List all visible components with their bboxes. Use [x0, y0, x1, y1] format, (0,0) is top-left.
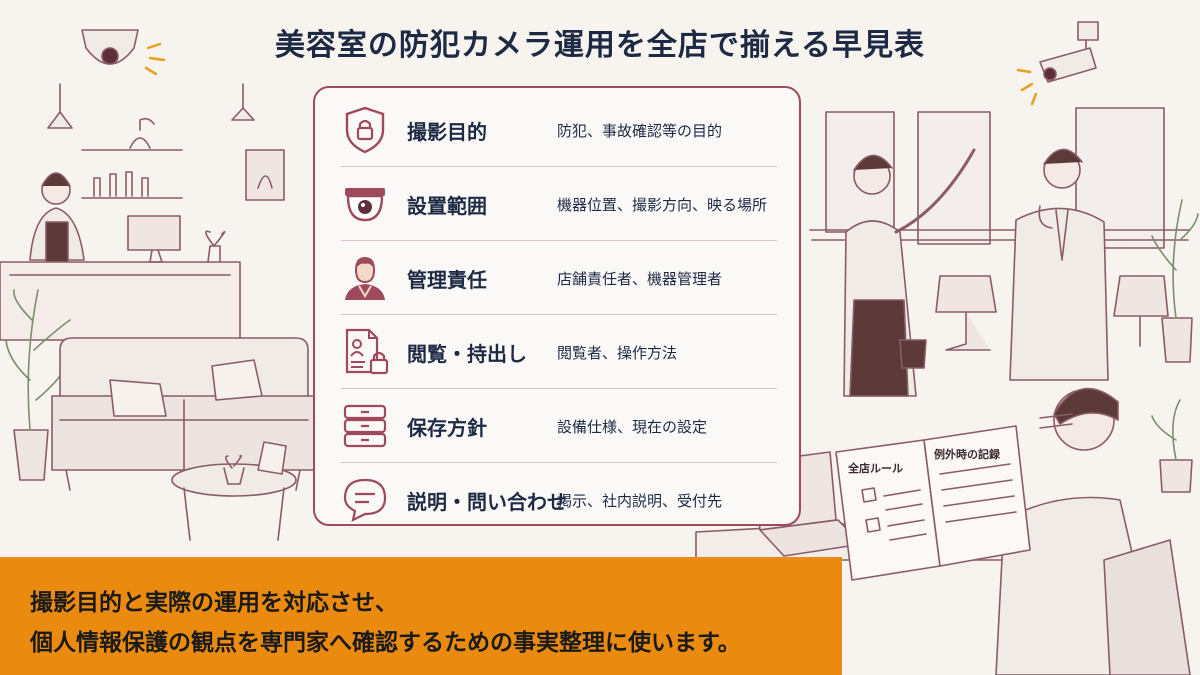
banner-line-2: 個人情報保護の観点を専門家へ確認するための事実整理に使います。	[30, 630, 741, 656]
row-shooting-purpose: 撮影目的 防犯、事故確認等の目的	[325, 94, 789, 166]
manager-figure	[1009, 148, 1109, 381]
row-description: 設備仕様、現在の設定	[557, 418, 708, 436]
open-rulebook	[835, 425, 1031, 581]
page-title: 美容室の防犯カメラ運用を全店で揃える早見表	[274, 28, 926, 63]
row-divider	[341, 166, 777, 167]
row-label: 説明・問い合わせ	[407, 490, 567, 514]
row-description: 店舗責任者、機器管理者	[557, 270, 723, 288]
speech-bubble-icon	[343, 478, 387, 523]
row-divider	[341, 462, 777, 463]
row-divider	[341, 388, 777, 389]
ceiling-dome-camera-left	[81, 29, 166, 76]
row-label: 閲覧・持出し	[407, 342, 527, 366]
reviewer-figure	[995, 387, 1191, 675]
row-label: 管理責任	[407, 268, 487, 292]
dome-camera-icon	[345, 188, 385, 222]
pendant-lamp	[47, 83, 73, 129]
stylist-figure	[843, 148, 976, 397]
row-management-responsibility: 管理責任 店舗責任者、機器管理者	[325, 242, 789, 314]
row-label: 設置範囲	[407, 194, 487, 218]
book-right-heading: 例外時の記録	[934, 447, 1001, 461]
row-viewing-export: 閲覧・持出し 閲覧者、操作方法	[325, 316, 789, 388]
receptionist-figure	[29, 172, 85, 263]
person-icon	[345, 256, 385, 300]
row-label: 撮影目的	[407, 120, 487, 144]
ceiling-security-camera-right	[1016, 21, 1099, 106]
row-description: 掲示、社内説明、受付先	[557, 492, 723, 510]
row-retention-policy: 保存方針 設備仕様、現在の設定	[325, 390, 789, 462]
row-label: 保存方針	[407, 416, 487, 440]
summary-banner: 撮影目的と実際の運用を対応させ、 個人情報保護の観点を専門家へ確認するための事実…	[0, 557, 842, 675]
banner-line-1: 撮影目的と実際の運用を対応させ、	[30, 590, 398, 616]
book-left-heading: 全店ルール	[847, 461, 903, 475]
row-divider	[341, 240, 777, 241]
checklist-panel: 撮影目的 防犯、事故確認等の目的 設置範囲 機器位置、撮影方向、映る場所 管理責…	[313, 86, 801, 526]
storage-icon	[343, 404, 387, 448]
row-description: 閲覧者、操作方法	[557, 344, 678, 362]
document-lock-icon	[345, 328, 389, 375]
row-description: 機器位置、撮影方向、映る場所	[557, 196, 768, 214]
row-description: 防犯、事故確認等の目的	[557, 122, 723, 140]
row-divider	[341, 314, 777, 315]
row-installation-scope: 設置範囲 機器位置、撮影方向、映る場所	[325, 168, 789, 240]
shield-lock-icon	[345, 106, 385, 154]
sofa	[51, 337, 317, 491]
row-explanation-inquiry: 説明・問い合わせ 掲示、社内説明、受付先	[325, 464, 789, 536]
